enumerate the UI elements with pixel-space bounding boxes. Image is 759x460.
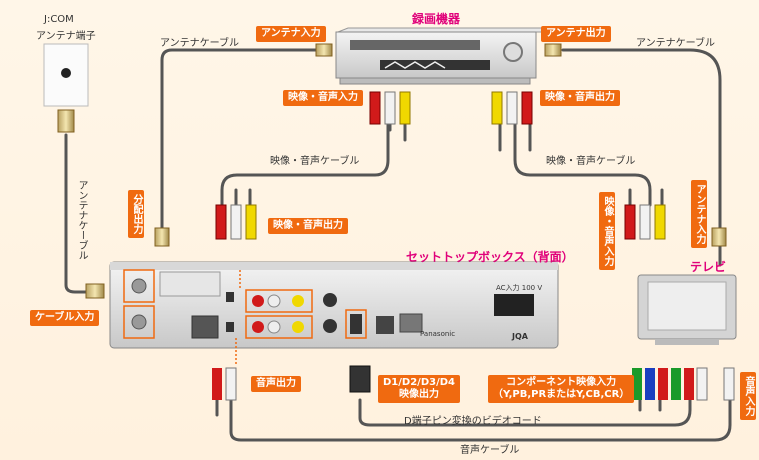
antenna-plug-cable-in-icon — [85, 283, 105, 299]
component-in-label: コンポーネント映像入力 （Y,PB,PRまたはY,CB,CR） — [488, 375, 635, 403]
cable-av-stb-to-rec — [220, 123, 390, 207]
jcom-label-line2: アンテナ端子 — [36, 31, 96, 42]
rca-plugs-stb-audio-out — [212, 367, 237, 401]
stb-brand: Panasonic — [420, 330, 456, 338]
tv-icon — [637, 274, 737, 345]
av-in-rec-label: 映像・音声入力 — [283, 90, 363, 106]
antenna-cable-top-left-label: アンテナケーブル — [160, 38, 239, 49]
d-out-label: D1/D2/D3/D4 映像出力 — [378, 375, 460, 403]
stb-back-panel-icon — [109, 261, 559, 393]
component-plugs — [632, 367, 735, 401]
cable-jcom-to-stb — [64, 133, 94, 294]
stb-title: セットトップボックス（背面） — [406, 250, 574, 264]
recorder-title: 録画機器 — [412, 12, 461, 26]
stb-seal: JQA — [512, 332, 528, 341]
cable-audio — [229, 398, 732, 442]
cable-d-to-component — [358, 398, 692, 427]
cables — [64, 48, 732, 442]
av-out-stb-label: 映像・音声出力 — [268, 218, 348, 234]
cable-split-to-recorder — [160, 48, 318, 232]
tv-antenna-in-label: アンテナ入力 — [691, 180, 707, 248]
av-cable-right-label: 映像・音声ケーブル — [546, 156, 636, 167]
antenna-out-label: アンテナ出力 — [541, 26, 611, 42]
antenna-cable-top-right-label: アンテナケーブル — [636, 38, 715, 49]
d-cable-label: D端子ピン変換のビデオコード — [404, 416, 542, 427]
cable-av-rec-to-tv — [513, 123, 652, 207]
antenna-cable-vertical-label: アンテナケーブル — [76, 180, 87, 260]
tv-audio-in-label: 音声入力 — [740, 372, 756, 420]
antenna-plug-split-icon — [154, 227, 170, 247]
wall-antenna-plate-icon — [43, 43, 89, 133]
audio-out-label: 音声出力 — [251, 376, 301, 392]
av-out-rec-label: 映像・音声出力 — [540, 90, 620, 106]
jcom-label-line1: J:COM — [44, 14, 74, 25]
rca-plugs-recorder-in — [369, 91, 411, 125]
component-in-label-line2: （Y,PB,PRまたはY,CB,CR） — [493, 389, 630, 400]
antenna-plug-tv-icon — [711, 227, 727, 247]
tv-title: テレビ — [690, 260, 727, 274]
recorder-icon — [315, 27, 562, 85]
splitter-out-label: 分配出力 — [128, 190, 144, 238]
cable-recorder-to-tv — [561, 48, 722, 232]
stb-ac-label: AC入力 100 V — [496, 284, 543, 292]
audio-cable-label: 音声ケーブル — [460, 445, 520, 456]
rca-plugs-recorder-out — [491, 91, 533, 125]
component-in-label-line1: コンポーネント映像入力 — [506, 377, 617, 388]
av-cable-left-label: 映像・音声ケーブル — [270, 156, 360, 167]
rca-plugs-tv-av-in — [624, 204, 666, 240]
tv-av-in-label: 映像・音声入力 — [599, 192, 615, 270]
d-out-label-line2: 映像出力 — [399, 389, 439, 400]
antenna-in-label: アンテナ入力 — [256, 26, 326, 42]
cable-in-label: ケーブル入力 — [30, 310, 100, 326]
rca-plugs-stb-av-out — [215, 204, 257, 240]
d-out-label-line1: D1/D2/D3/D4 — [383, 377, 455, 388]
